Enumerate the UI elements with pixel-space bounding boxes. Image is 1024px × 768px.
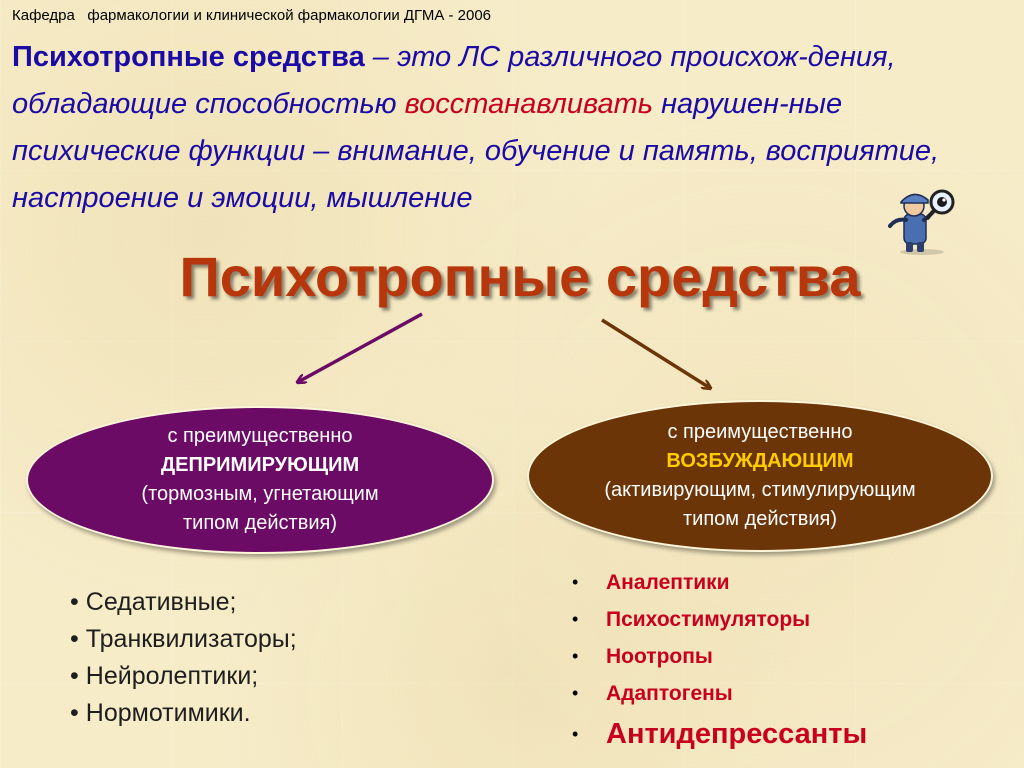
list-item: Антидепрессанты [572, 712, 867, 756]
depressant-line4: типом действия) [182, 512, 337, 534]
definition-dash: – [364, 41, 397, 73]
list-item: Транквилизаторы; [70, 621, 297, 658]
arrow-left [298, 312, 423, 382]
definition-text-part2: нарушен-ные психические функции – вниман… [12, 88, 940, 214]
stimulant-line1: с преимущественно [667, 421, 853, 443]
stimulant-type-ellipse: с преимущественно ВОЗБУЖДАЮЩИМ (активиру… [527, 400, 993, 552]
list-item: Психостимуляторы [572, 601, 867, 638]
list-item: Нормотимики. [70, 695, 297, 732]
arrow-right [601, 318, 710, 388]
list-item: Аналептики [572, 564, 867, 601]
list-item: Нейролептики; [70, 658, 297, 695]
stimulant-drug-list: Аналептики Психостимуляторы Ноотропы Ада… [572, 564, 867, 756]
department-header: Кафедра фармакологии и клинической фарма… [12, 7, 492, 24]
main-title: Психотропные средства [179, 245, 861, 308]
stimulant-line3: (активирующим, стимулирующим [604, 479, 916, 501]
detective-with-magnifier-icon [888, 189, 955, 255]
depressant-type-ellipse: с преимущественно ДЕПРИМИРУЮЩИМ (тормозн… [26, 406, 494, 554]
list-item: Адаптогены [572, 675, 867, 712]
list-item: Ноотропы [572, 638, 867, 675]
definition-text-part1: это ЛС различного происхож-дения, облада… [12, 41, 896, 120]
depressant-drug-list: Седативные; Транквилизаторы; Нейролептик… [70, 584, 297, 732]
depressant-line1: с преимущественно [167, 425, 353, 447]
definition-paragraph: Психотропные средства – это ЛС различног… [12, 34, 1012, 222]
definition-term: Психотропные средства [12, 41, 365, 73]
definition-highlight: восстанавливать [404, 88, 654, 120]
depressant-line2: ДЕПРИМИРУЮЩИМ [160, 454, 360, 476]
depressant-line3: (тормозным, угнетающим [141, 483, 379, 505]
stimulant-line4: типом действия) [682, 508, 837, 530]
list-item: Седативные; [70, 584, 297, 621]
stimulant-line2: ВОЗБУЖДАЮЩИМ [666, 450, 854, 472]
